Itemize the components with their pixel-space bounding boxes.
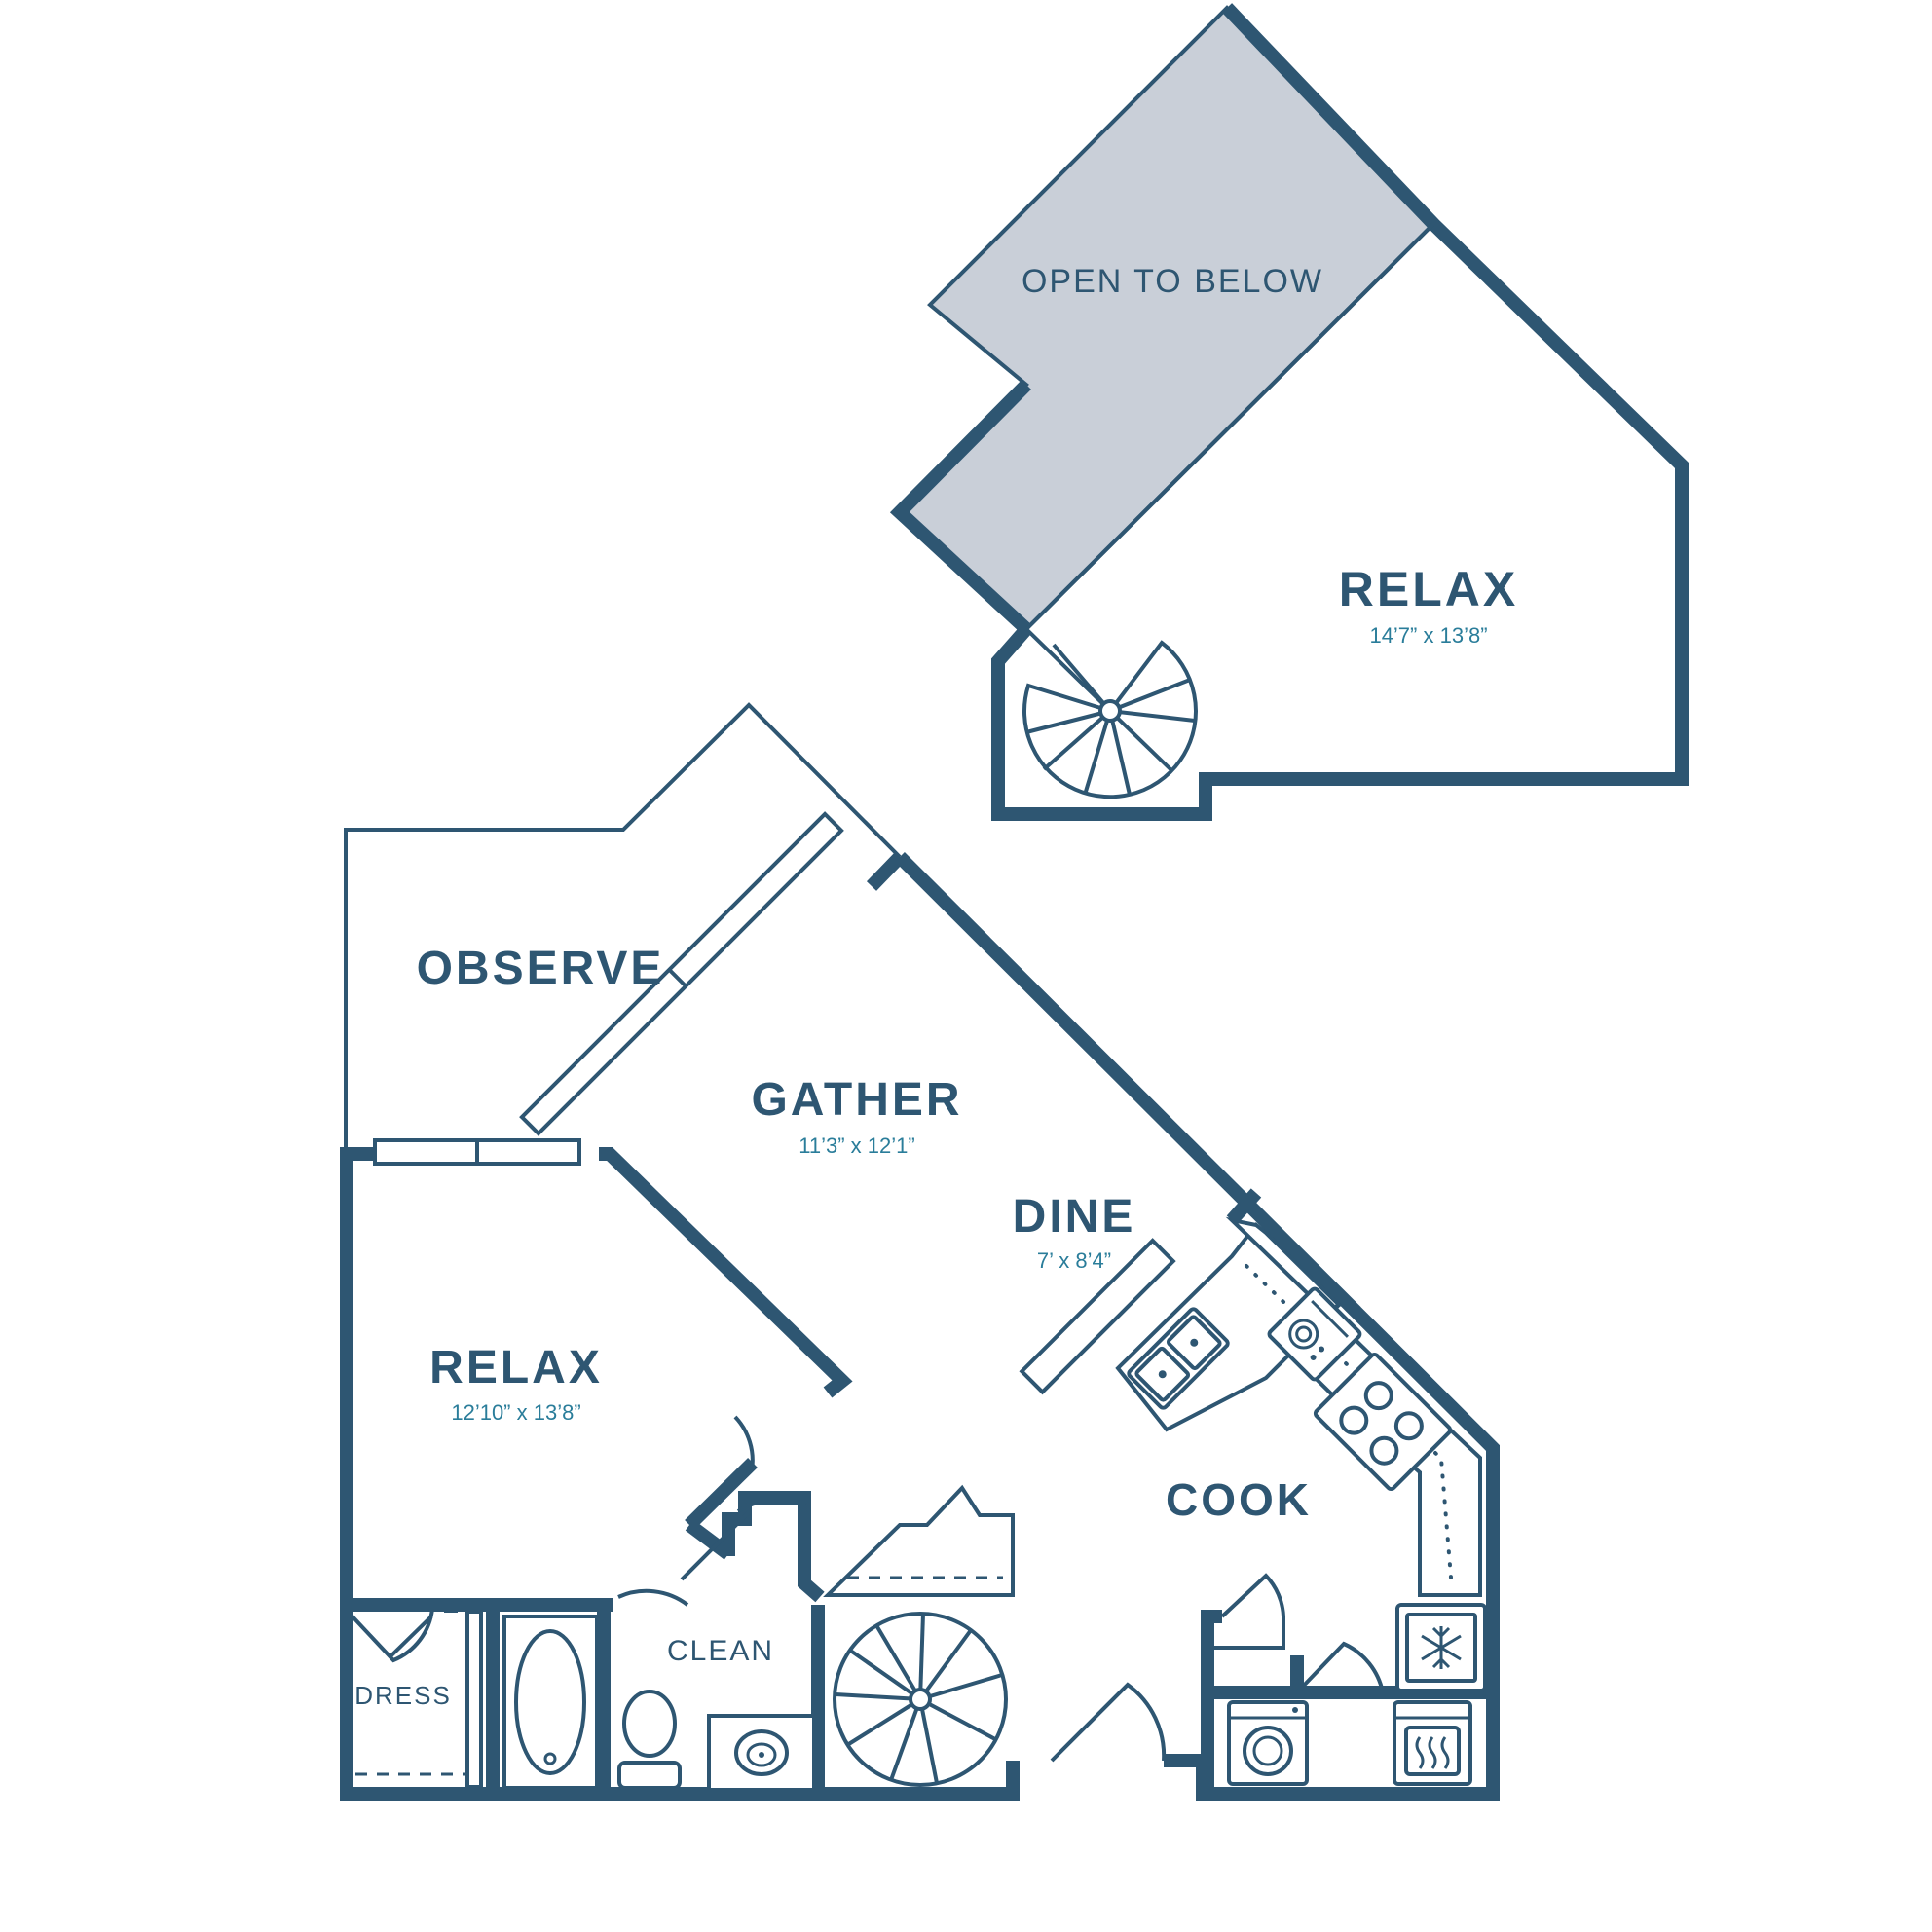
laundry-wall — [1201, 1610, 1222, 1794]
cook-label: COOK — [1166, 1474, 1312, 1525]
observe-balcony-outline — [344, 702, 902, 1149]
upper-level: OPEN TO BELOW RELAX 14’7” x 13’8” — [889, 3, 1689, 821]
dine-dims: 7’ x 8’4” — [1037, 1248, 1111, 1273]
toilet-icon — [617, 1690, 682, 1790]
relax-dims: 12’10” x 13’8” — [451, 1400, 580, 1425]
gather-corner-wall — [599, 1147, 853, 1398]
lower-level: OBSERVE GATHER 11’3” x 12’1” DINE 7’ x 8… — [340, 702, 1500, 1801]
open-to-below-area — [897, 5, 1436, 632]
lower-exterior-wall — [895, 852, 1500, 1801]
refrigerator-icon — [1395, 1603, 1487, 1692]
door-swing-dress — [349, 1608, 434, 1663]
observe-label: OBSERVE — [417, 943, 665, 994]
upper-relax-dims: 14’7” x 13’8” — [1369, 623, 1487, 648]
bathtub-icon — [502, 1615, 599, 1790]
door-swing-bath — [617, 1588, 689, 1607]
washer-icon — [1227, 1700, 1309, 1786]
upper-divider — [1024, 222, 1435, 631]
gather-dims: 11’3” x 12’1” — [799, 1133, 914, 1158]
dine-label: DINE — [1013, 1191, 1136, 1243]
kitchen-peninsula — [1019, 1238, 1176, 1395]
spiral-stair-icon — [833, 1612, 1008, 1787]
upper-exterior-wall — [991, 3, 1689, 821]
dryer-icon — [1393, 1700, 1472, 1786]
stair-closet — [823, 1484, 1015, 1597]
relax-label: RELAX — [429, 1342, 603, 1393]
upper-stair-wall — [889, 380, 1031, 635]
clean-label: CLEAN — [667, 1635, 774, 1667]
spiral-stair-icon — [1022, 640, 1198, 799]
entry-door-swing — [1050, 1682, 1167, 1763]
vanity-sink-icon — [707, 1714, 816, 1792]
clean-top-wall — [722, 1491, 825, 1603]
door-swing-laundry — [1295, 1641, 1385, 1694]
dress-label: DRESS — [354, 1681, 452, 1710]
open-to-below-label: OPEN TO BELOW — [1022, 263, 1323, 300]
door-swing-clean — [736, 1498, 809, 1513]
cooktop-icon — [1313, 1352, 1453, 1492]
window-gather — [519, 811, 844, 1136]
door-swing-closet — [1220, 1573, 1285, 1618]
lower-exterior-wall-left — [340, 1147, 1020, 1801]
door-swing-relax — [733, 1415, 755, 1471]
sink-icon — [1127, 1307, 1230, 1410]
gather-label: GATHER — [751, 1074, 962, 1126]
dishwasher-icon — [1267, 1286, 1362, 1382]
upper-relax-label: RELAX — [1339, 562, 1518, 616]
